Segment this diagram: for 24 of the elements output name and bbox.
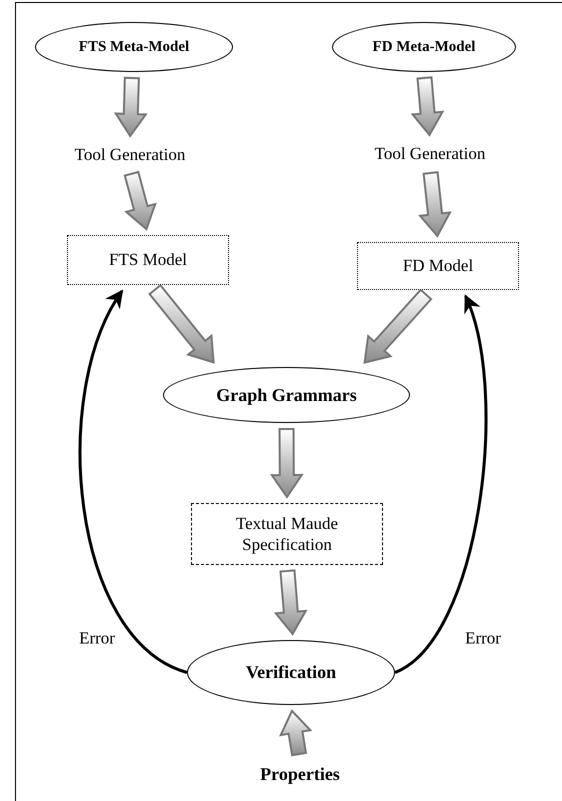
step-label: Tool Generation — [374, 143, 486, 166]
node-label: FTS Meta-Model — [78, 38, 190, 57]
block-arrow — [410, 76, 444, 137]
dotted-box — [67, 235, 229, 285]
node-label: Textual Maude Specification — [234, 512, 340, 556]
block-arrow — [274, 569, 308, 636]
node-label: Graph Grammars — [216, 384, 357, 407]
block-arrow — [363, 288, 432, 364]
block-arrow — [124, 170, 157, 231]
block-arrow — [279, 709, 312, 756]
curved-arrow — [78, 289, 188, 674]
node-label: FD Meta-Model — [372, 38, 476, 57]
block-arrow — [114, 76, 148, 138]
node-label: FD Model — [402, 255, 474, 278]
step-label: Properties — [260, 762, 340, 786]
node-label: Verification — [246, 661, 336, 684]
node-label: FTS Model — [109, 249, 187, 272]
dashed-box — [191, 503, 383, 565]
block-arrow — [418, 171, 452, 238]
dotted-box — [357, 242, 519, 290]
step-label: Tool Generation — [74, 144, 186, 166]
curved-arrow — [394, 294, 488, 674]
block-arrow — [148, 284, 215, 364]
block-arrow — [270, 428, 304, 499]
